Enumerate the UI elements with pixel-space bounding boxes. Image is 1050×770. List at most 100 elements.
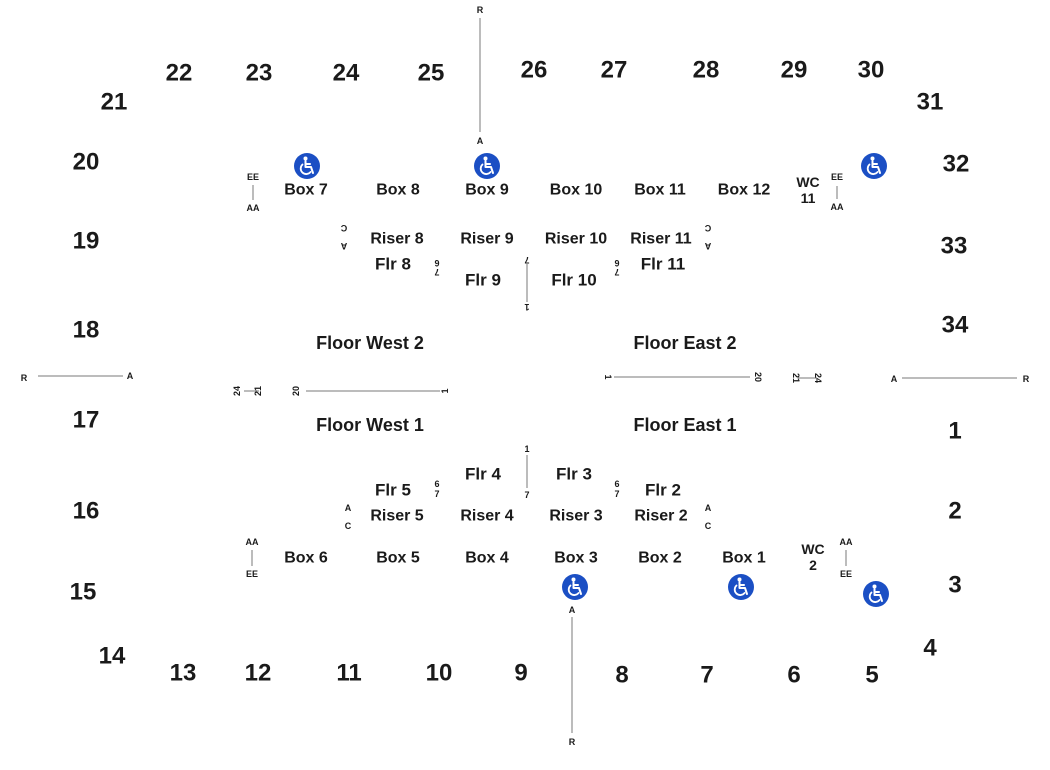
flr-10[interactable]: Flr 10 (551, 271, 596, 290)
box-11[interactable]: Box 11 (634, 182, 686, 199)
section-8[interactable]: 8 (615, 662, 628, 689)
riser-11[interactable]: Riser 11 (630, 231, 691, 248)
section-10[interactable]: 10 (426, 660, 453, 687)
riser-4[interactable]: Riser 4 (460, 508, 513, 525)
section-2[interactable]: 2 (948, 498, 961, 525)
row-letter-aa: AA (831, 202, 844, 212)
seat-number-6: 6 (614, 258, 619, 268)
box-1[interactable]: Box 1 (722, 550, 766, 567)
section-12[interactable]: 12 (245, 660, 272, 687)
section-20[interactable]: 20 (73, 149, 100, 176)
flr-3[interactable]: Flr 3 (556, 465, 592, 484)
section-11[interactable]: 11 (336, 660, 361, 687)
section-24[interactable]: 24 (333, 60, 360, 87)
seat-number-7: 7 (614, 267, 619, 277)
seat-number-1: 1 (524, 444, 529, 454)
section-7[interactable]: 7 (700, 662, 713, 689)
seat-number-24: 24 (813, 373, 823, 383)
row-letter-r: R (21, 373, 28, 383)
seat-number-7: 7 (524, 490, 529, 500)
section-29[interactable]: 29 (781, 57, 808, 84)
box-7[interactable]: Box 7 (284, 182, 328, 199)
section-15[interactable]: 15 (70, 579, 97, 606)
seat-number-24: 24 (232, 386, 242, 396)
seat-number-21: 21 (253, 386, 263, 396)
row-letter-a: A (705, 503, 712, 513)
riser-2[interactable]: Riser 2 (634, 508, 687, 525)
box-12[interactable]: Box 12 (718, 182, 771, 199)
seat-number-7: 7 (434, 267, 439, 277)
seat-number-6: 6 (434, 479, 439, 489)
seat-number-7: 7 (614, 489, 619, 499)
flr-5[interactable]: Flr 5 (375, 481, 411, 500)
section-4[interactable]: 4 (923, 635, 937, 662)
section-31[interactable]: 31 (917, 89, 944, 116)
riser-3[interactable]: Riser 3 (549, 508, 602, 525)
floor-east-1[interactable]: Floor East 1 (633, 415, 736, 435)
seat-number-1: 1 (524, 302, 529, 312)
row-letter-r: R (1023, 374, 1030, 384)
section-27[interactable]: 27 (601, 57, 628, 84)
seat-number-6: 6 (614, 479, 619, 489)
flr-8[interactable]: Flr 8 (375, 255, 411, 274)
row-letter-a: A (340, 241, 347, 251)
section-5[interactable]: 5 (865, 662, 878, 689)
box-3[interactable]: Box 3 (554, 550, 598, 567)
row-letter-aa: AA (840, 537, 853, 547)
riser-10[interactable]: Riser 10 (545, 231, 607, 248)
row-letter-aa: AA (247, 203, 260, 213)
wheelchair-accessible-icon (294, 153, 320, 179)
seat-number-6: 6 (434, 258, 439, 268)
section-32[interactable]: 32 (943, 151, 970, 178)
section-28[interactable]: 28 (693, 57, 720, 84)
section-13[interactable]: 13 (170, 660, 197, 687)
row-letter-a: A (569, 605, 576, 615)
section-23[interactable]: 23 (246, 60, 273, 87)
section-14[interactable]: 14 (99, 643, 126, 670)
riser-5[interactable]: Riser 5 (370, 508, 423, 525)
wheelchair-accessible-icon (728, 574, 754, 600)
seat-number-7: 7 (434, 489, 439, 499)
row-letter-a: A (345, 503, 352, 513)
section-22[interactable]: 22 (166, 60, 193, 87)
seat-number-7: 7 (524, 255, 529, 265)
flr-2[interactable]: Flr 2 (645, 481, 681, 500)
riser-8[interactable]: Riser 8 (370, 231, 423, 248)
box-2[interactable]: Box 2 (638, 550, 682, 567)
section-18[interactable]: 18 (73, 317, 100, 344)
section-3[interactable]: 3 (948, 572, 961, 599)
box-4[interactable]: Box 4 (465, 550, 509, 567)
flr-11[interactable]: Flr 11 (641, 255, 685, 274)
flr-4[interactable]: Flr 4 (465, 465, 501, 484)
box-8[interactable]: Box 8 (376, 182, 420, 199)
floor-east-2[interactable]: Floor East 2 (633, 333, 736, 353)
section-16[interactable]: 16 (73, 498, 100, 525)
section-1[interactable]: 1 (948, 418, 961, 445)
wheelchair-accessible-icon (562, 574, 588, 600)
floor-west-1[interactable]: Floor West 1 (316, 415, 424, 435)
section-34[interactable]: 34 (942, 312, 969, 339)
flr-9[interactable]: Flr 9 (465, 271, 501, 290)
box-6[interactable]: Box 6 (284, 550, 328, 567)
box-10[interactable]: Box 10 (550, 182, 603, 199)
box-5[interactable]: Box 5 (376, 550, 420, 567)
row-letter-aa: AA (246, 537, 259, 547)
section-21[interactable]: 21 (101, 89, 128, 116)
box-9[interactable]: Box 9 (465, 182, 509, 199)
section-19[interactable]: 19 (73, 228, 100, 255)
row-letter-a: A (477, 136, 484, 146)
section-17[interactable]: 17 (73, 407, 100, 434)
riser-9[interactable]: Riser 9 (460, 231, 513, 248)
section-9[interactable]: 9 (514, 660, 527, 687)
section-33[interactable]: 33 (941, 233, 968, 260)
wheelchair-accessible-icon (474, 153, 500, 179)
section-25[interactable]: 25 (418, 60, 445, 87)
section-26[interactable]: 26 (521, 57, 548, 84)
floor-west-2[interactable]: Floor West 2 (316, 333, 424, 353)
seat-number-21: 21 (791, 373, 801, 383)
row-letter-c: C (340, 223, 347, 233)
section-6[interactable]: 6 (787, 662, 800, 689)
section-30[interactable]: 30 (858, 57, 885, 84)
